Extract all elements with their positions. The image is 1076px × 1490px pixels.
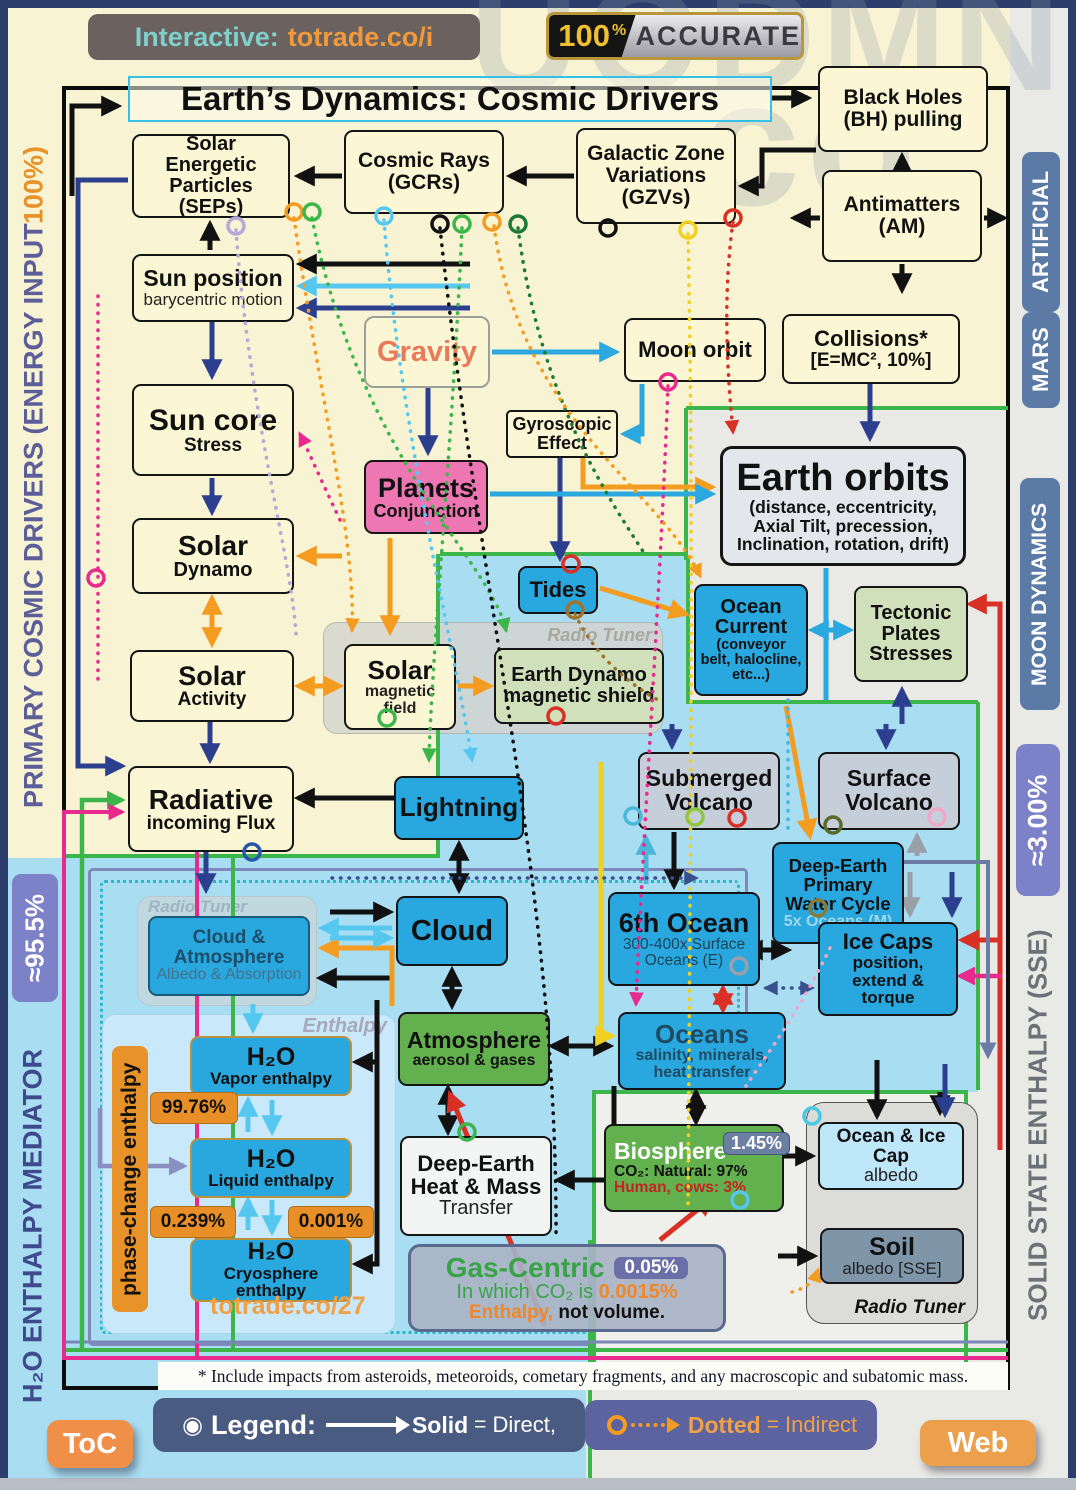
label-solid-state-enthalpy: SOLID STATE ENTHALPY (SSE) (1022, 929, 1053, 1321)
node-ice-caps: Ice Caps position, extend & torque (818, 922, 958, 1016)
node-h2o-vapor: H₂O Vapor enthalpy (190, 1036, 352, 1096)
badge-0-239: 0.239% (150, 1206, 236, 1238)
toc-button[interactable]: ToC (47, 1420, 133, 1468)
radio-tuner-label: Radio Tuner (854, 1297, 966, 1318)
node-seps: Solar Energetic Particles (SEPs) (132, 134, 290, 218)
node-cloud: Cloud (396, 896, 508, 966)
node-soil-albedo: Soil albedo [SSE] (820, 1228, 964, 1284)
node-surface-volcano: Surface Volcano (818, 752, 960, 830)
node-earth-orbits: Earth orbits (distance, eccentricity, Ax… (720, 446, 966, 566)
label-h2o-enthalpy-mediator: H₂O ENTHALPY MEDIATOR (17, 1048, 48, 1404)
node-ocean-icecap-albedo: Ocean & Ice Cap albedo (818, 1122, 964, 1190)
node-h2o-cryosphere: H₂O Cryosphere enthalpy (190, 1238, 352, 1302)
footnote-bar: * Include impacts from asteroids, meteor… (158, 1362, 1008, 1390)
bg-bottom-bar (0, 1478, 1076, 1490)
legend-title: Legend: (210, 1409, 316, 1440)
legend-dotted-arrowhead-icon (666, 1417, 680, 1433)
node-radiative-flux: Radiative incoming Flux (128, 766, 294, 852)
node-gravity: Gravity (364, 316, 490, 388)
node-tectonic-plates: Tectonic Plates Stresses (854, 586, 968, 682)
legend-dotted-meaning: Indirect (784, 1412, 858, 1437)
node-gas-centric: Gas-Centric 0.05% In which CO₂ is 0.0015… (408, 1244, 726, 1332)
node-gzv: Galactic Zone Variations (GZVs) (576, 128, 736, 224)
node-submerged-volcano: Submerged Volcano (638, 752, 780, 830)
accuracy-badge: 100 % ACCURATE (546, 12, 804, 60)
legend-solid-meaning: Direct, (492, 1412, 556, 1437)
node-lightning: Lightning (394, 776, 524, 840)
node-cloud-atmosphere-albedo: Cloud & Atmosphere Albedo & Absorption (148, 916, 310, 996)
node-ocean-current: Ocean Current (conveyor belt, halocline,… (694, 584, 808, 696)
node-planets-conjunction: Planets Conjunction (364, 460, 488, 534)
enthalpy-label: Enthalpy (302, 1015, 387, 1037)
badge-0-001: 0.001% (288, 1206, 374, 1238)
interactive-url[interactable]: totrade.co/i (287, 21, 434, 52)
label-primary-cosmic-drivers: PRIMARY COSMIC DRIVERS (ENERGY INPUT 100… (18, 145, 49, 809)
badge-99-76: 99.76% (150, 1092, 238, 1124)
node-collisions: Collisions* [E=MC², 10%] (782, 314, 960, 384)
node-sun-position: Sun position barycentric motion (132, 254, 294, 322)
legend-solid-arrow-icon (325, 1416, 410, 1434)
badge-3-00: ≈3.00% (1016, 744, 1060, 896)
node-black-holes: Black Holes (BH) pulling (818, 66, 988, 152)
node-atmosphere: Atmosphere aerosol & gases (398, 1012, 550, 1086)
node-cosmic-rays: Cosmic Rays (GCRs) (344, 130, 504, 214)
badge-artificial: ARTIFICIAL (1022, 152, 1060, 312)
node-sun-core: Sun core Stress (132, 384, 294, 476)
node-biosphere: Biosphere CO₂: Natural: 97% Human, cows:… (604, 1124, 790, 1212)
node-deep-earth-water-cycle: Deep-Earth Primary Water Cycle 5x Oceans… (772, 842, 904, 944)
radio-tuner-label: Radio Tuner (148, 897, 247, 916)
badge-mars: MARS (1022, 312, 1060, 408)
legend-bar: ◉ Legend: Solid = Direct, (153, 1398, 585, 1452)
node-h2o-liquid: H₂O Liquid enthalpy (190, 1138, 352, 1198)
web-button[interactable]: Web (920, 1420, 1036, 1466)
legend-dotted-bar: Dotted = Indirect (585, 1400, 877, 1450)
node-solar-magnetic-field: Solar magnetic field (344, 644, 456, 730)
node-6th-ocean: 6th Ocean 300-400x Surface Oceans (E) (608, 892, 760, 986)
accuracy-word: ACCURATE (635, 20, 801, 51)
node-gyroscopic-effect: Gyroscopic Effect (506, 410, 618, 458)
legend-solid-word: Solid (411, 1411, 469, 1438)
legend-dotted-word: Dotted (687, 1411, 761, 1438)
gas-centric-badge: 0.05% (614, 1256, 689, 1279)
node-earth-dynamo-shield: Earth Dynamo magnetic shield (494, 648, 664, 724)
interactive-label: Interactive: (134, 21, 279, 52)
phase-change-enthalpy-bar: phase-change enthalpy (112, 1046, 148, 1312)
node-oceans: Oceans salinity, minerals, heat transfer (618, 1012, 786, 1090)
accuracy-percent-block: 100 % (549, 15, 636, 57)
node-solar-dynamo: Solar Dynamo (132, 518, 294, 594)
node-moon-orbit: Moon orbit (624, 318, 766, 382)
radio-tuner-label: Radio Tuner (547, 625, 652, 645)
biosphere-badge: 1.45% (722, 1132, 790, 1155)
legend-dotted-line-icon (630, 1423, 665, 1427)
legend-dotted-ring-icon (606, 1415, 627, 1435)
page-title: Earth’s Dynamics: Cosmic Drivers (128, 76, 772, 122)
badge-95-5: ≈95.5% (12, 874, 58, 1002)
badge-moon-dynamics: MOON DYNAMICS (1020, 478, 1060, 710)
node-tides: Tides (518, 566, 598, 614)
interactive-link-bar[interactable]: Interactive: totrade.co/i (88, 14, 480, 60)
node-deep-earth-heat: Deep-Earth Heat & Mass Transfer (400, 1136, 552, 1236)
totrade-27-link[interactable]: totrade.co/27 (210, 1292, 366, 1320)
node-antimatters: Antimatters (AM) (822, 170, 982, 262)
node-solar-activity: Solar Activity (130, 650, 294, 722)
legend-bullet-icon: ◉ (181, 1411, 203, 1439)
